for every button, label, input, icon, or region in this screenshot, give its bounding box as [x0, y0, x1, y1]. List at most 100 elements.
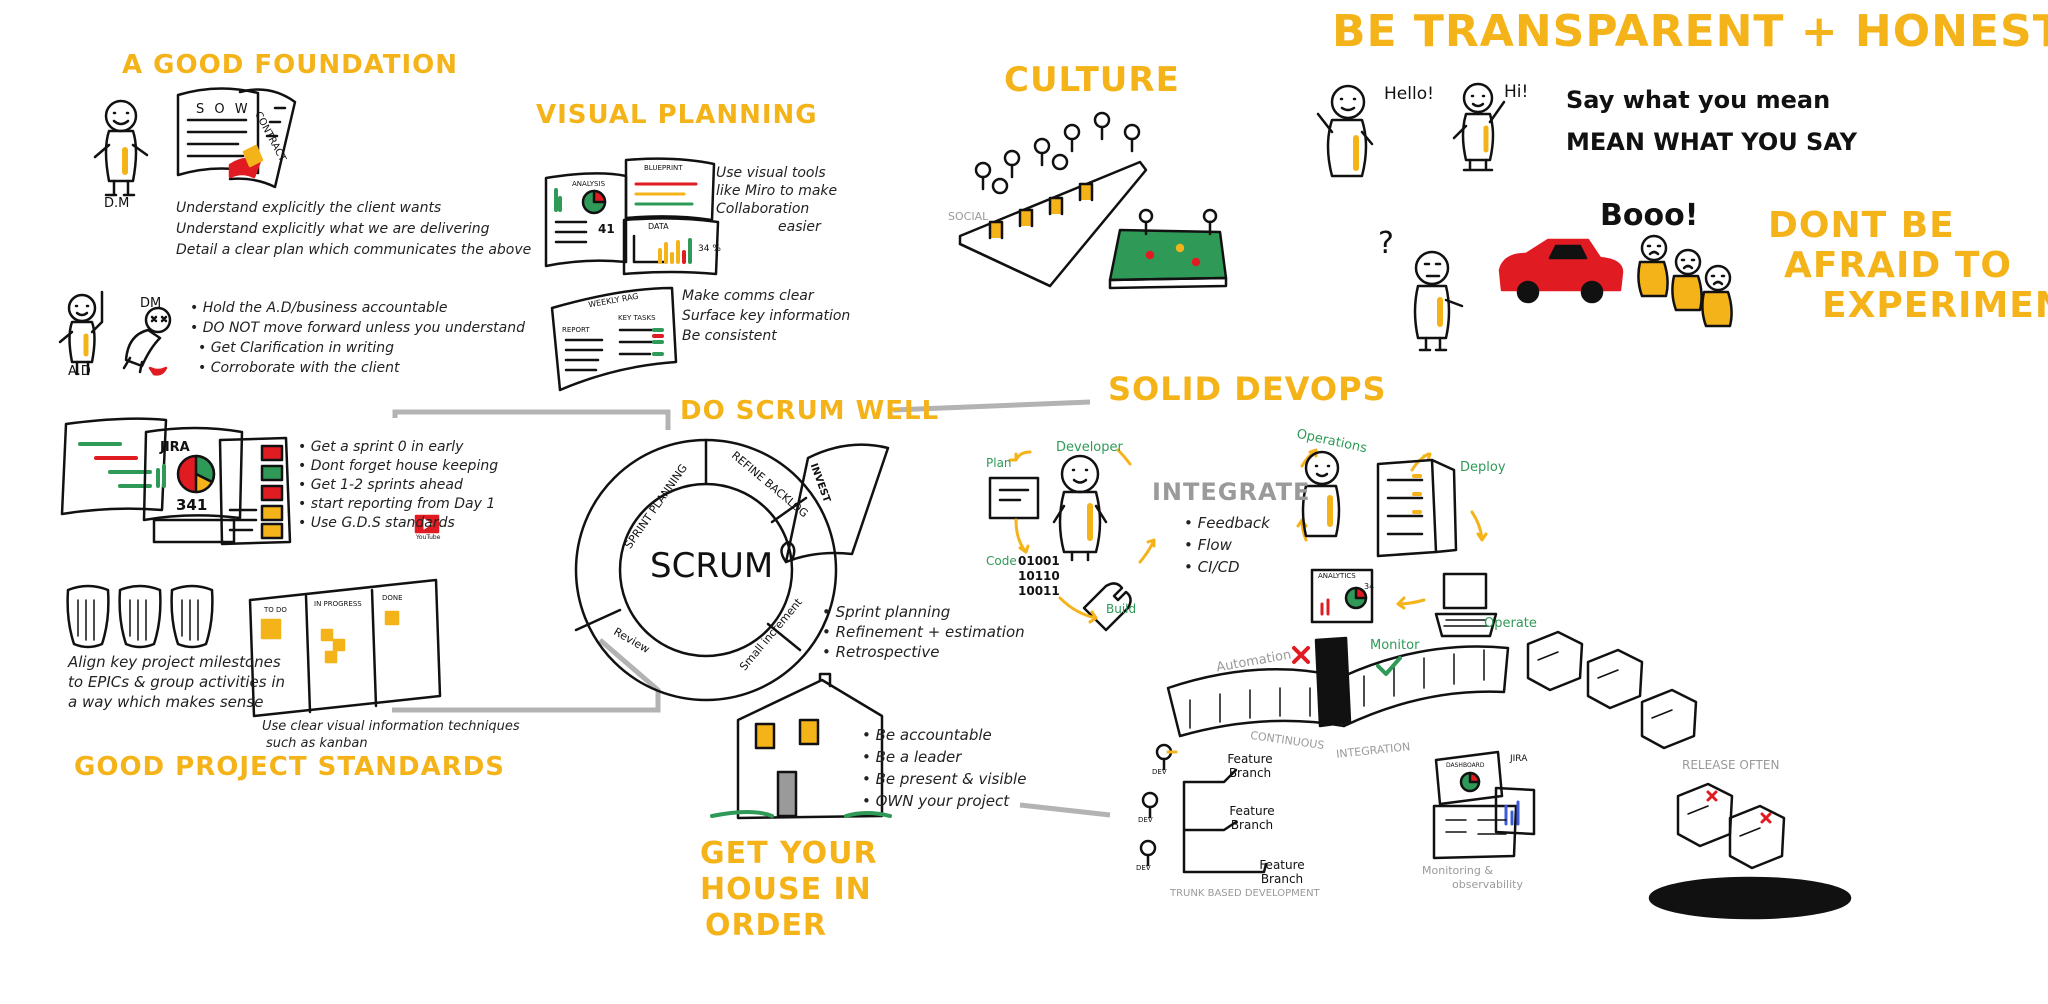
foundation-line-1: Understand explicitly the client wants: [176, 200, 442, 216]
house-bullet-4: • OWN your project: [862, 792, 1010, 810]
visual-note-line-1: Use visual tools: [716, 165, 826, 181]
house-bullet-2: • Be a leader: [862, 748, 962, 766]
dm-figure-icon: [93, 99, 149, 197]
analysis-number: 41: [598, 222, 615, 236]
social-label: SOCIAL: [948, 210, 989, 223]
experiment-title: DONT BE AFRAID TO EXPERIMENT: [1768, 206, 2048, 326]
deploy-label: Deploy: [1460, 460, 1506, 475]
analytics-label: ANALYTICS: [1318, 572, 1356, 580]
standards-bullet-1: • Get a sprint 0 in early: [298, 439, 464, 455]
monitor-check-icon: [1376, 656, 1402, 676]
dev-label-1: DEV: [1152, 768, 1167, 776]
release-often-label: RELEASE OFTEN: [1682, 758, 1780, 772]
youtube-label: YouTube: [416, 534, 441, 541]
integrate-label: INTEGRATE: [1152, 478, 1311, 506]
monitoring-line-1: Monitoring &: [1422, 864, 1493, 877]
experiment-title-line-3: EXPERIMENT: [1822, 285, 2048, 326]
dashboard-label: DASHBOARD: [1446, 762, 1485, 769]
house-title: GET YOUR HOUSE IN ORDER: [700, 836, 878, 944]
house-bullet-3: • Be present & visible: [862, 770, 1027, 788]
scrum-bullet-3: • Retrospective: [822, 643, 940, 661]
jira-label: JIRA: [160, 440, 190, 455]
monitoring-dashboards-icon: [1432, 750, 1536, 860]
experiment-title-line-1: DONT BE: [1768, 205, 1955, 246]
visual-planning-title: VISUAL PLANNING: [536, 100, 818, 130]
monitoring-label: Monitoring & observability: [1422, 864, 1523, 892]
plan-board-icon: [988, 476, 1040, 520]
dev-label-2: DEV: [1138, 816, 1153, 824]
standards-title: GOOD PROJECT STANDARDS: [74, 752, 506, 782]
house-title-line-1: GET YOUR: [700, 836, 878, 871]
code-label: Code: [986, 554, 1017, 568]
foundation-bullet-4: • Corroborate with the client: [198, 360, 400, 376]
foundation-title: A GOOD FOUNDATION: [122, 50, 459, 80]
football-pitch-icon: [1108, 208, 1228, 290]
binary-code: 01001 10110 10011: [1018, 554, 1060, 599]
rag-column-icon: [218, 436, 292, 546]
hello-speech: Hello!: [1384, 84, 1434, 104]
invest-scroll-icon: [780, 443, 890, 564]
developer-label: Developer: [1056, 440, 1123, 455]
weekly-rag-board-icon: [550, 286, 678, 392]
comms-note-line-1: Make comms clear: [682, 288, 814, 304]
foundation-line-2: Understand explicitly what we are delive…: [176, 221, 490, 237]
plan-label: Plan: [986, 456, 1012, 470]
red-car-icon: [1498, 238, 1624, 304]
scrum-center-label: SCRUM: [650, 546, 774, 586]
feature-branch-3: Feature Branch: [1259, 858, 1305, 886]
kanban-in-progress-label: IN PROGRESS: [314, 600, 362, 608]
analytics-screen-icon: [1310, 568, 1374, 624]
kanban-note: Use clear visual information techniques …: [262, 718, 520, 752]
comms-note-line-3: Be consistent: [682, 328, 777, 344]
milestones-line-2: to EPICs & group activities in: [68, 673, 286, 691]
connector-foundation-scrum: [392, 409, 671, 430]
kanban-done-label: DONE: [382, 594, 403, 602]
binary-line-1: 01001: [1018, 554, 1060, 568]
milestones-note: Align key project milestones to EPICs & …: [68, 652, 285, 712]
hi-speech: Hi!: [1504, 82, 1529, 102]
standards-list: • Get a sprint 0 in early • Dont forget …: [298, 438, 498, 533]
scrum-title: DO SCRUM WELL: [680, 396, 940, 426]
laptop-icon: [1434, 572, 1498, 638]
dm-label-2: DM: [140, 296, 162, 311]
blueprint-label: BLUEPRINT: [644, 164, 683, 172]
monitoring-line-2: observability: [1452, 878, 1523, 891]
foundation-bullet-1: • Hold the A.D/business accountable: [190, 300, 448, 316]
kanban-note-line-1: Use clear visual information techniques: [262, 719, 520, 734]
devops-jira-label: JIRA: [1510, 754, 1528, 764]
house-icon: [710, 672, 892, 820]
jira-number: 341: [176, 496, 208, 514]
hello-figure-icon: [1316, 84, 1374, 178]
milestone-barrels-icon: [66, 584, 214, 649]
house-bullet-1: • Be accountable: [862, 726, 992, 744]
youtube-icon: [414, 514, 440, 534]
ad-label: A.D: [68, 364, 91, 379]
foundation-accountable-list: • Hold the A.D/business accountable • DO…: [190, 298, 525, 378]
visual-note-line-2: like Miro to make: [716, 183, 838, 199]
connector-scrum-standards: [392, 638, 661, 713]
foundation-bullet-2: • DO NOT move forward unless you underst…: [190, 320, 525, 336]
house-title-line-3: ORDER: [704, 908, 828, 943]
operations-figure-icon: [1301, 450, 1341, 538]
culture-staircase-icon: [958, 111, 1148, 288]
hi-figure-icon: [1452, 82, 1506, 172]
say-what-you-mean: Say what you mean: [1566, 86, 1831, 114]
gantt-board-icon: [60, 417, 168, 516]
transparent-title: BE TRANSPARENT + HONEST: [1332, 6, 2048, 57]
jira-board-icon: [142, 426, 244, 544]
ci-pipeline-icon: [1166, 636, 1510, 738]
dev-label-3: DEV: [1136, 864, 1151, 872]
visual-note-line-4: easier: [778, 219, 821, 235]
binary-line-3: 10011: [1018, 584, 1060, 598]
comms-note-line-2: Surface key information: [682, 308, 851, 324]
data-label: DATA: [648, 222, 669, 231]
data-board-icon: [622, 217, 720, 276]
dm-label: D.M: [104, 196, 130, 211]
booing-crowd-icon: [1637, 234, 1733, 328]
fail-cross-icon: [1292, 646, 1310, 664]
standards-bullet-2: • Dont forget house keeping: [298, 458, 499, 474]
kanban-note-line-2: such as kanban: [266, 736, 368, 751]
standards-bullet-4: • start reporting from Day 1: [298, 496, 496, 512]
foundation-understand-list: Understand explicitly the client wants U…: [176, 198, 531, 261]
